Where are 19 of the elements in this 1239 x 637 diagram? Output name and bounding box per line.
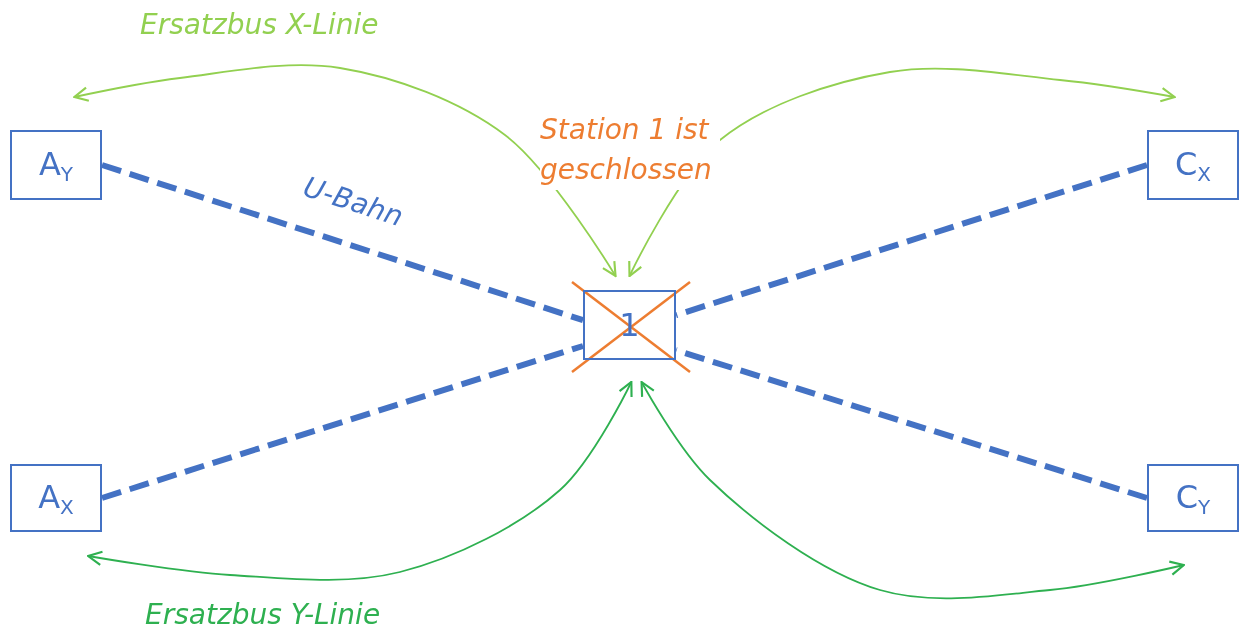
route-label: Ersatzbus X-Linie	[140, 8, 379, 41]
curved-arrow	[87, 380, 633, 581]
station-label: C$_{X}$	[1174, 144, 1211, 186]
curved-arrow	[73, 64, 617, 278]
curved-arrow	[640, 380, 1185, 600]
station-box	[583, 290, 676, 360]
route-label: Ersatzbus Y-Linie	[145, 598, 381, 631]
terminal-box	[1147, 130, 1239, 200]
dashed-line	[675, 347, 1148, 501]
station-label: A$_{Y}$	[38, 144, 74, 186]
station-label: A$_{X}$	[38, 477, 74, 519]
dashed-line	[101, 162, 584, 323]
terminal-box	[10, 464, 102, 532]
terminal-box	[1147, 464, 1239, 532]
dashed-line	[675, 162, 1148, 319]
station-label: C$_{Y}$	[1175, 477, 1211, 519]
dashed-line	[101, 343, 584, 501]
terminal-box	[10, 130, 102, 200]
curved-arrow	[628, 67, 1176, 278]
